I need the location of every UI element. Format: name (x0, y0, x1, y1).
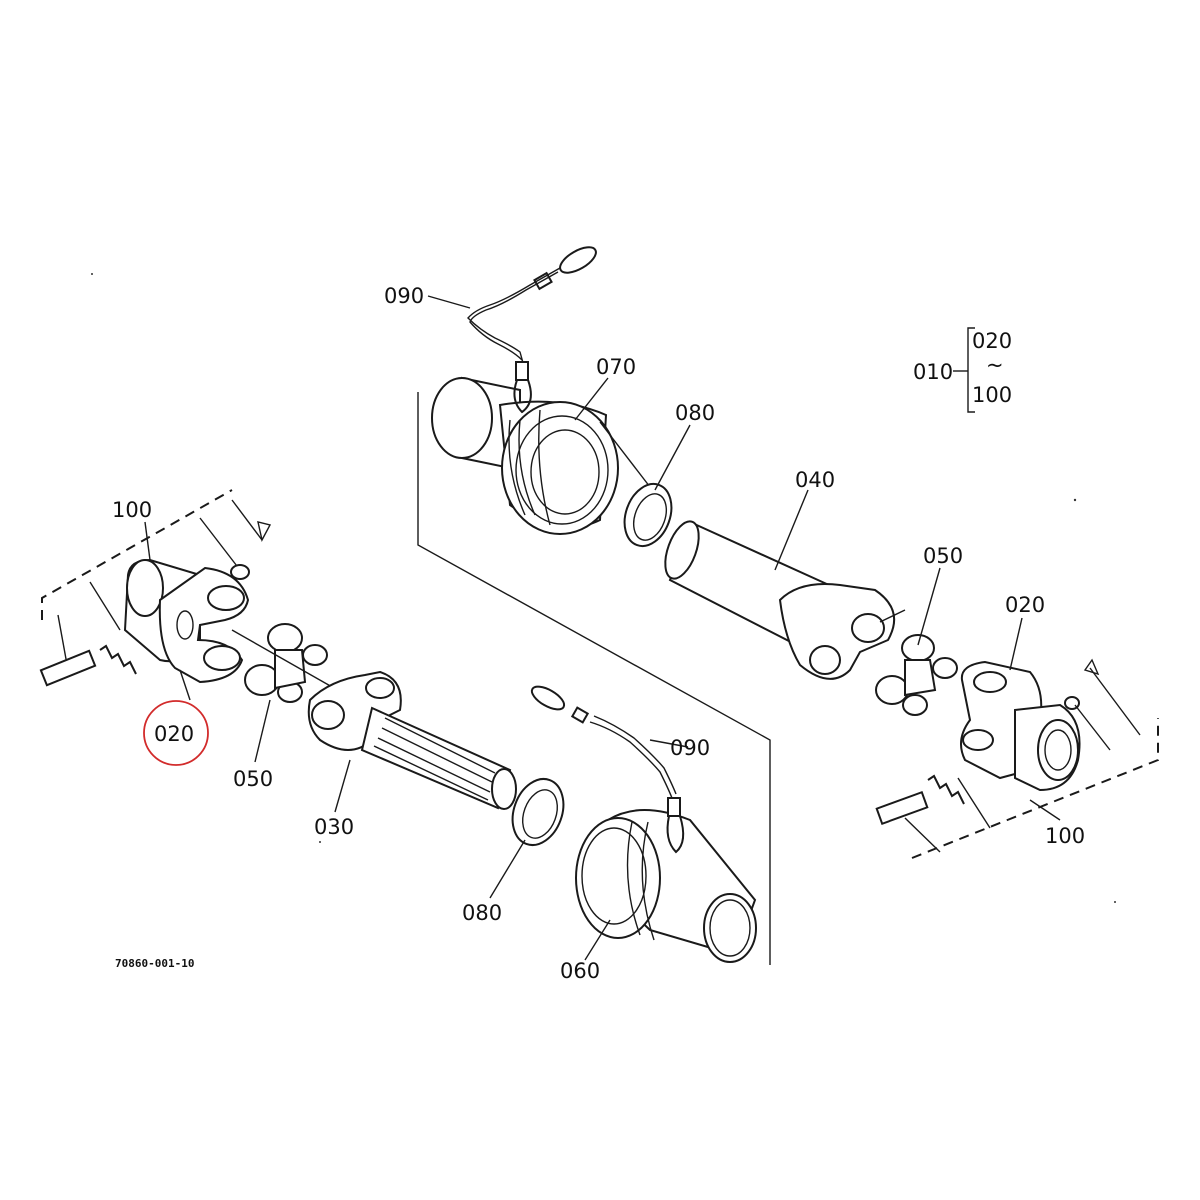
assembly-legend: 010 020 ~ 100 (913, 327, 1012, 413)
yoke-020-left (123, 558, 250, 684)
callout-030: 030 (314, 815, 354, 839)
legend-assembly-number: 010 (913, 360, 953, 384)
inner-shaft-030 (307, 670, 517, 810)
spring-pin-set-100-right (875, 658, 1159, 859)
callout-040: 040 (795, 468, 835, 492)
outer-tube-040 (664, 520, 906, 680)
callout-090-top: 090 (384, 284, 424, 308)
universal-joint-cross-050-right (875, 634, 958, 716)
highlight-circle (143, 700, 209, 766)
bearing-ring-080-bottom (511, 778, 565, 846)
legend-from: 020 (972, 329, 1012, 353)
safety-chain-090-bottom (530, 685, 685, 854)
callout-leader-lines (144, 295, 1061, 961)
callout-090-bottom: 090 (670, 736, 710, 760)
callout-100-left: 100 (112, 498, 152, 522)
callout-020-right: 020 (1005, 593, 1045, 617)
callout-100-right: 100 (1045, 824, 1085, 848)
drawing-reference: 70860-001-10 (115, 957, 194, 970)
callout-060: 060 (560, 959, 600, 983)
legend-range-mark: ~ (986, 353, 1004, 377)
callout-050-left: 050 (233, 767, 273, 791)
safety-chain-090-top (467, 246, 597, 414)
callout-080-bottom: 080 (462, 901, 502, 925)
shield-cone-070 (431, 376, 661, 535)
callout-020-left: 020 (154, 722, 194, 746)
shield-cone-060 (575, 809, 757, 963)
legend-to: 100 (972, 383, 1012, 407)
callout-050-right: 050 (923, 544, 963, 568)
bearing-ring-080-top (623, 483, 673, 547)
callout-080-top: 080 (675, 401, 715, 425)
callout-070: 070 (596, 355, 636, 379)
inner-assembly-boundary (417, 392, 771, 965)
yoke-020-right (960, 660, 1081, 792)
